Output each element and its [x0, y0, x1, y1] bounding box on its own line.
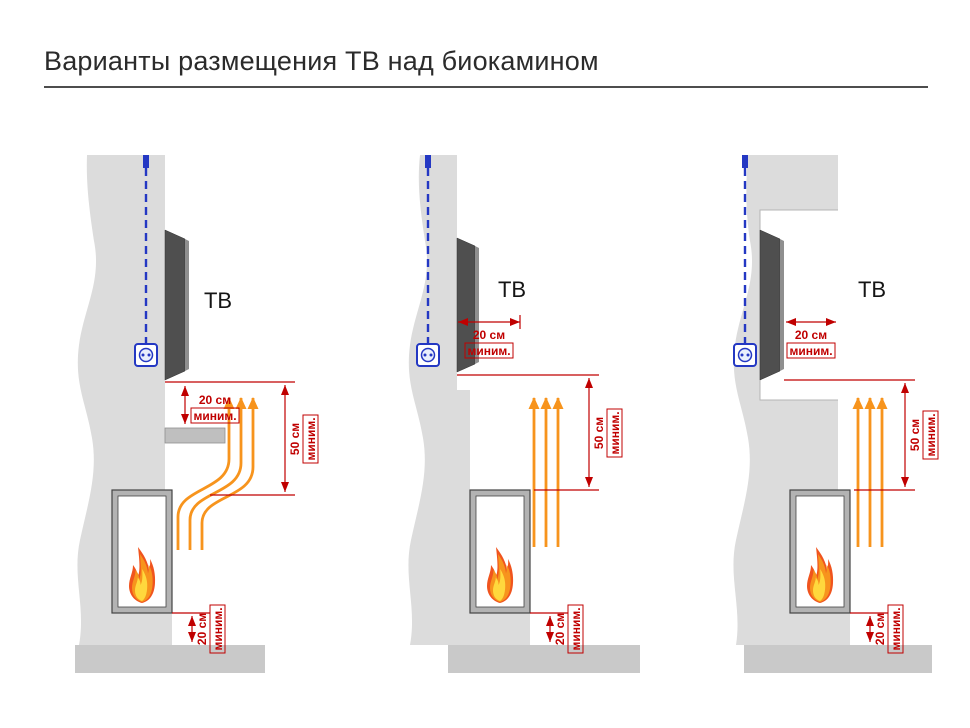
fireplace	[469, 489, 531, 614]
protective-shelf	[164, 427, 226, 444]
svg-text:миним.: миним.	[193, 409, 236, 423]
svg-text:миним.: миним.	[889, 607, 903, 650]
tv-panel	[759, 229, 784, 381]
tv-label: ТВ	[858, 277, 886, 302]
tv-panel	[456, 237, 479, 373]
svg-text:20 см: 20 см	[795, 328, 827, 342]
svg-text:миним.: миним.	[569, 607, 583, 650]
dimension-fireplace-to-floor: 20 см миним.	[850, 604, 904, 654]
page-title: Варианты размещения ТВ над биокамином	[44, 46, 599, 76]
svg-text:20 см: 20 см	[553, 613, 567, 645]
socket-icon	[733, 343, 757, 367]
dimension-tv-to-flame: 50 см миним.	[457, 374, 623, 491]
tv-label: ТВ	[204, 288, 232, 313]
floor	[744, 645, 932, 673]
socket-icon	[134, 343, 158, 367]
svg-text:миним.: миним.	[789, 344, 832, 358]
svg-text:миним.: миним.	[924, 413, 938, 456]
svg-text:20 см: 20 см	[873, 613, 887, 645]
fireplace	[111, 489, 173, 614]
flame-icon	[807, 547, 834, 603]
heat-arrows	[528, 397, 564, 547]
power-cable	[425, 155, 431, 344]
power-cable	[742, 155, 748, 344]
heat-arrow	[188, 397, 247, 550]
fireplace	[789, 489, 851, 614]
svg-text:миним.: миним.	[608, 411, 622, 454]
title-underline	[44, 86, 928, 88]
floor	[75, 645, 265, 673]
svg-text:миним.: миним.	[304, 417, 318, 460]
svg-text:50 см: 50 см	[288, 423, 302, 455]
flame-icon	[487, 547, 514, 603]
dimension-tv-to-shelf: 20 см миним.	[165, 381, 295, 424]
svg-text:50 см: 50 см	[592, 417, 606, 449]
power-cable	[143, 155, 149, 344]
socket-icon	[416, 343, 440, 367]
diagram-variant-2: ТВ 20 см миним.	[408, 155, 640, 673]
dimension-tv-setback: 20 см миним.	[458, 315, 521, 359]
dimension-tv-to-flame: 50 см миним.	[210, 385, 319, 496]
svg-text:20 см: 20 см	[473, 328, 505, 342]
svg-text:20 см: 20 см	[199, 393, 231, 407]
diagram-variant-3: ТВ 20 см миним. 50 см	[733, 155, 939, 673]
dimension-fireplace-to-floor: 20 см миним.	[530, 604, 584, 654]
tv-label: ТВ	[498, 277, 526, 302]
dimension-fireplace-to-floor: 20 см миним.	[172, 604, 226, 654]
svg-text:20 см: 20 см	[195, 613, 209, 645]
heat-arrows	[176, 397, 259, 550]
heat-arrow	[176, 397, 235, 550]
tv-panel	[164, 229, 189, 381]
flame-icon	[129, 547, 156, 603]
heat-arrow	[200, 397, 259, 550]
svg-text:50 см: 50 см	[908, 419, 922, 451]
dimension-tv-to-flame: 50 см миним.	[784, 379, 939, 491]
svg-text:миним.: миним.	[467, 344, 510, 358]
heat-arrows	[852, 397, 888, 547]
floor	[448, 645, 640, 673]
diagram-variant-1: ТВ 20 см миним. 50 см	[75, 155, 319, 673]
svg-text:миним.: миним.	[211, 607, 225, 650]
dimension-tv-setback: 20 см миним.	[786, 318, 836, 359]
